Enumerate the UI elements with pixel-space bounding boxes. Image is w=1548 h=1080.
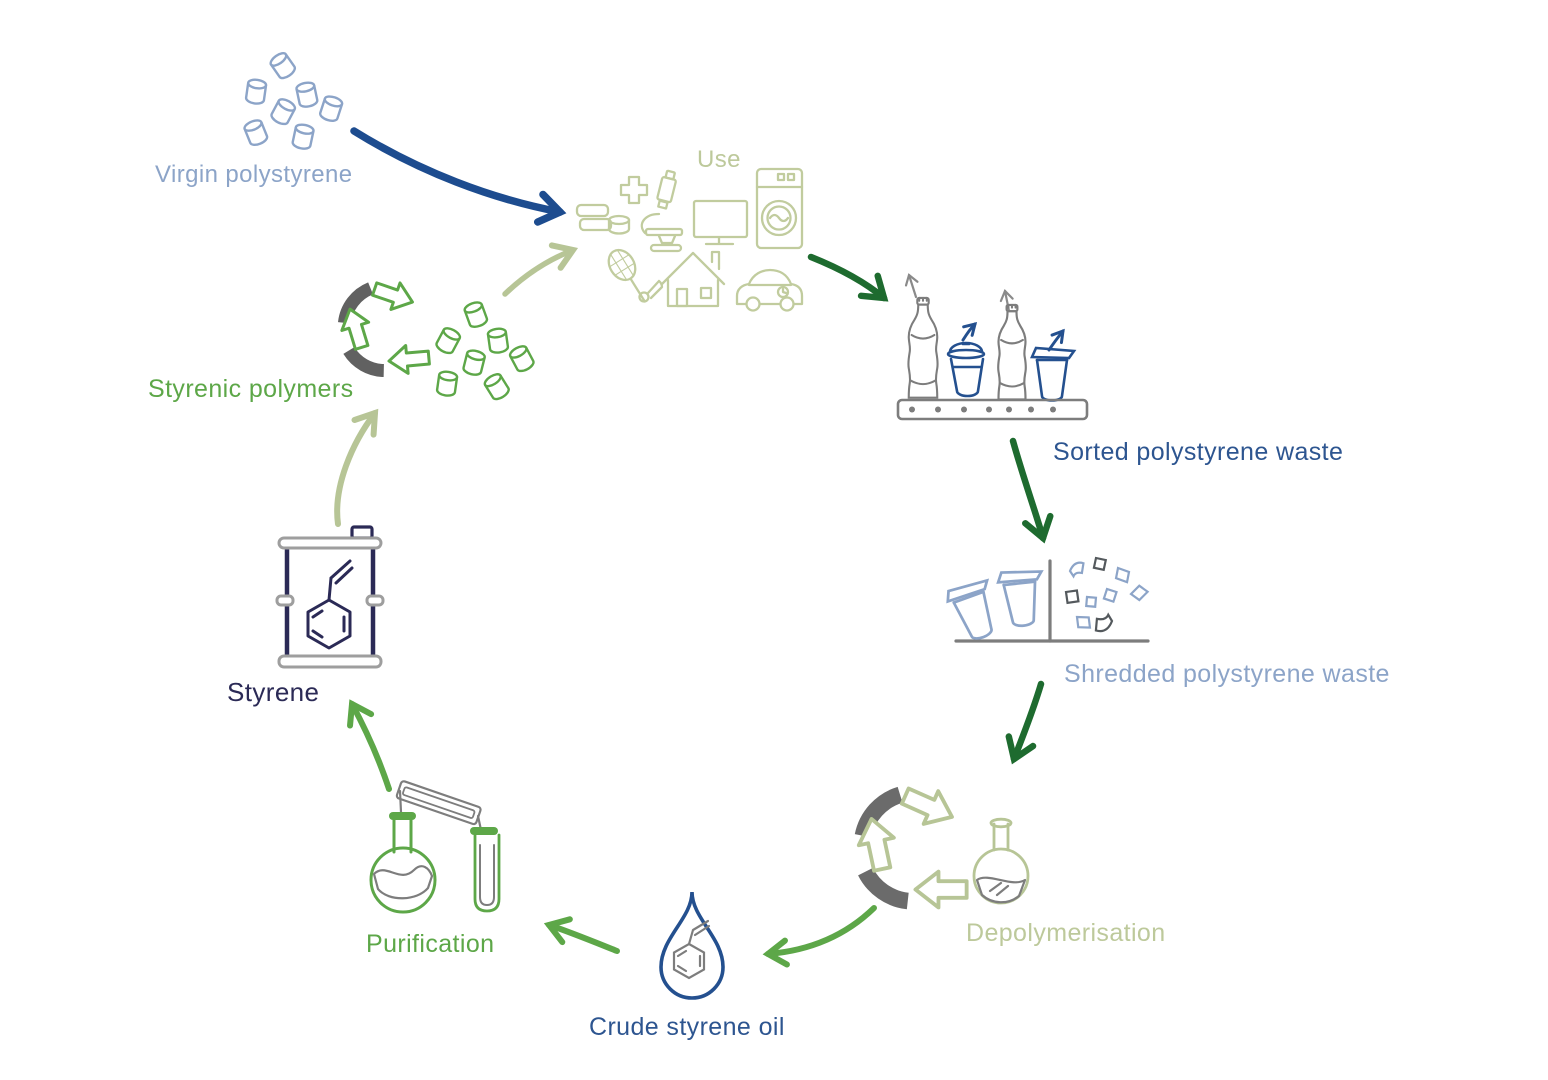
depolymerisation-icon: [854, 786, 1030, 910]
arrow-crude-to-purification: [543, 916, 620, 954]
arrow-purification-to-styrene: [347, 699, 392, 792]
conveyor-belt: [896, 398, 1089, 421]
styrene-molecule-gray: [672, 919, 711, 980]
television-icon: [692, 199, 749, 246]
label-shredded-polystyrene-waste: Shredded polystyrene waste: [1064, 660, 1390, 688]
cup-with-lid-icon: [946, 341, 986, 398]
sorting-arrow-blue-1: [961, 321, 978, 342]
use-icons: [575, 167, 804, 312]
round-flask: [369, 812, 437, 914]
purification-icon: [369, 780, 501, 914]
label-crude-styrene-oil: Crude styrene oil: [589, 1013, 785, 1041]
sorting-arrow-gray-1: [904, 273, 919, 299]
styrenic-polymers-icon: [338, 281, 537, 403]
yogurt-pot-icon: [1030, 346, 1076, 402]
microscope-icon: [640, 169, 684, 253]
bottle-icon-2: [997, 303, 1027, 401]
shredded-waste-icon: [943, 556, 1150, 646]
label-use: Use: [697, 146, 741, 173]
arrow-styrene-to-polymers: [334, 408, 379, 527]
arrow-virgin-to-use: [350, 127, 567, 226]
label-styrene: Styrene: [227, 677, 320, 707]
label-sorted-polystyrene-waste: Sorted polystyrene waste: [1053, 438, 1344, 466]
depolymerisation-flask-icon: [972, 817, 1030, 905]
sorting-arrow-blue-2: [1047, 328, 1065, 352]
waste-pot-1: [943, 576, 1007, 646]
washing-machine-icon: [755, 167, 804, 250]
label-virgin-polystyrene: Virgin polystyrene: [155, 161, 353, 188]
label-purification: Purification: [366, 930, 495, 958]
styrene-drum-icon: [275, 525, 385, 669]
arrow-sorted-to-shredded: [1009, 437, 1054, 544]
condenser-tube: [395, 780, 483, 832]
waste-pot-2: [995, 567, 1049, 630]
sorted-waste-conveyor-icon: [896, 273, 1089, 421]
shredded-flakes: [1064, 556, 1150, 633]
arrow-shredded-to-depoly: [1005, 680, 1045, 765]
arrow-polymers-to-use: [502, 242, 579, 297]
arrow-use-to-sorted: [807, 253, 889, 302]
medical-cross-icon: [619, 175, 649, 205]
badminton-racket-icon: [607, 248, 664, 303]
virgin-polystyrene-pellets-icon: [241, 49, 345, 152]
test-tube: [470, 827, 501, 913]
flow-arrows: [334, 127, 1054, 968]
arrow-depoly-to-crude: [762, 905, 877, 968]
label-depolymerisation: Depolymerisation: [966, 919, 1166, 947]
bottle-icon-1: [907, 296, 939, 399]
polymer-pellets: [433, 299, 537, 403]
house-icon: [660, 250, 726, 308]
label-styrenic-polymers: Styrenic polymers: [148, 375, 354, 403]
drum-styrene-molecule: [306, 559, 354, 650]
car-icon: [735, 268, 804, 312]
food-packaging-icon: [575, 203, 631, 235]
crude-styrene-oil-drop-icon: [659, 891, 725, 1000]
